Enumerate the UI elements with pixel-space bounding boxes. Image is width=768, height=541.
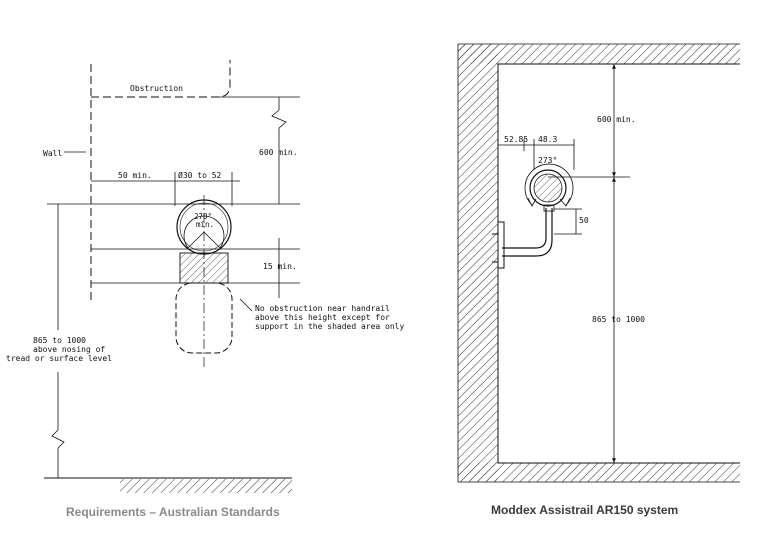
wall-label: Wall xyxy=(43,149,62,158)
dim-5285-label: 52.85 xyxy=(504,135,528,144)
dim-50-label: 50 min. xyxy=(118,171,152,180)
angle-270-label: 270° xyxy=(194,212,212,221)
obstruction-label: Obstruction xyxy=(130,84,183,93)
left-diagram xyxy=(44,60,300,493)
support-dashed-outline xyxy=(175,282,233,354)
height-line-3: tread or surface level xyxy=(6,354,112,363)
angle-273-label: 273° xyxy=(538,156,557,165)
dim-483-label: 48.3 xyxy=(538,135,557,144)
left-labels: Obstruction Wall 600 min. 50 min. Ø30 to… xyxy=(6,84,404,363)
dim-50-right-label: 50 xyxy=(579,216,589,225)
dim-diameter-label: Ø30 to 52 xyxy=(178,170,222,180)
floor-hatch xyxy=(120,479,292,493)
wall-plate xyxy=(497,221,505,269)
right-dim-600-label: 600 min. xyxy=(597,115,636,124)
height-line-2: above nosing of xyxy=(33,345,105,354)
right-height-label: 865 to 1000 xyxy=(592,315,645,324)
ceiling-hatch xyxy=(458,44,740,64)
dim-15-label: 15 min. xyxy=(263,262,297,271)
note-line-2: above this height except for xyxy=(255,313,390,322)
right-caption: Moddex Assistrail AR150 system xyxy=(491,503,679,517)
rail-profile xyxy=(529,169,567,207)
right-labels: 600 min. 52.85 48.3 273° 50 865 to 1000 xyxy=(504,115,645,324)
dim-600-label: 600 min. xyxy=(259,148,298,157)
wall-hatch xyxy=(458,44,498,482)
note-line-3: support in the shaded area only xyxy=(255,322,404,331)
height-line-1: 865 to 1000 xyxy=(33,336,86,345)
right-diagram xyxy=(457,43,740,483)
left-caption: Requirements – Australian Standards xyxy=(66,505,280,519)
angle-min-label: min. xyxy=(196,220,214,229)
floor-hatch-right xyxy=(458,463,740,482)
note-line-1: No obstruction near handrail xyxy=(255,304,390,313)
bracket-arm xyxy=(502,208,547,249)
